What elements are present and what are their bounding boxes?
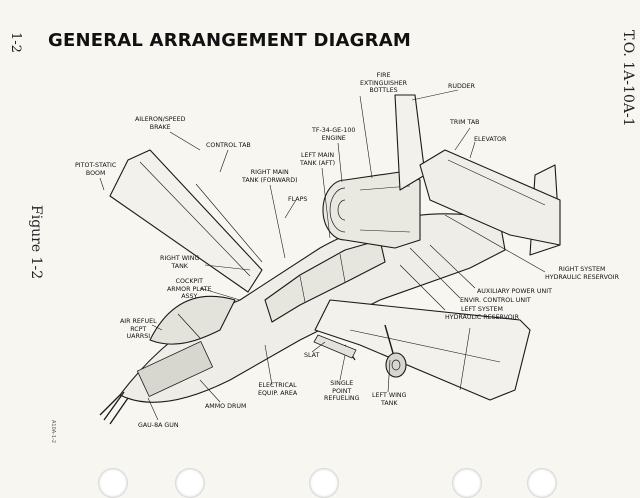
binder-hole [527, 468, 557, 498]
label-trim-tab: TRIM TAB [450, 119, 480, 126]
label-pitot-static-boom: PITOT-STATIC BOOM [75, 162, 117, 177]
binder-hole [452, 468, 482, 498]
left-wing [314, 299, 531, 401]
right-wing [109, 149, 263, 293]
label-auxiliary-power-unit: AUXILIARY POWER UNIT [477, 288, 552, 295]
binder-hole [98, 468, 128, 498]
binder-hole [309, 468, 339, 498]
label-left-system-hydraulic-reservoir: LEFT SYSTEM HYDRAULIC RESERVOIR [445, 306, 519, 321]
label-slat: SLAT [304, 352, 320, 359]
document-id: T.O. 1A-10A-1 [620, 30, 636, 127]
page-number: 1-2 [8, 32, 23, 53]
label-left-main-tank-aft: LEFT MAIN TANK (AFT) [300, 152, 336, 167]
label-gau8a-gun: GAU-8A GUN [138, 422, 179, 429]
figure-label: Figure 1-2 [28, 205, 44, 280]
horizontal-stabilizer [419, 149, 561, 246]
label-rudder: RUDDER [448, 83, 476, 90]
binder-hole [175, 468, 205, 498]
label-right-main-tank-forward: RIGHT MAIN TANK (FORWARD) [242, 169, 298, 184]
label-electrical-equip-area: ELECTRICAL EQUIP. AREA [258, 382, 298, 397]
label-envir-control-unit: ENVIR. CONTROL UNIT [460, 297, 531, 304]
label-air-refuel-receptacle: AIR REFUEL RCPT UARRSI [120, 318, 157, 340]
label-flaps: FLAPS [288, 196, 308, 203]
label-left-wing-tank: LEFT WING TANK [372, 392, 407, 407]
label-elevator: ELEVATOR [474, 136, 507, 143]
label-fire-extinguisher-bottles: FIRE EXTINGUISHER BOTTLES [360, 72, 408, 94]
canopy [149, 295, 236, 345]
label-single-point-refueling: SINGLE POINT REFUELING [324, 380, 360, 402]
label-tf34-engine: TF-34-GE-100 ENGINE [312, 127, 356, 142]
label-right-wing-tank: RIGHT WING TANK [160, 255, 200, 270]
illustration-code: A10A-1-2 [50, 420, 56, 444]
page-title: GENERAL ARRANGEMENT DIAGRAM [48, 30, 411, 51]
label-right-system-hydraulic-reservoir: RIGHT SYSTEM HYDRAULIC RESERVOIR [545, 266, 619, 281]
label-control-tab: CONTROL TAB [206, 142, 251, 149]
left-vertical-stabilizer [394, 94, 426, 191]
label-ammo-drum: AMMO DRUM [205, 403, 247, 410]
gun-barrel [99, 391, 129, 425]
label-aileron-speed-brake: AILERON/SPEED BRAKE [135, 116, 186, 131]
label-cockpit-armor-plate: COCKPIT ARMOR PLATE ASSY [167, 278, 212, 300]
